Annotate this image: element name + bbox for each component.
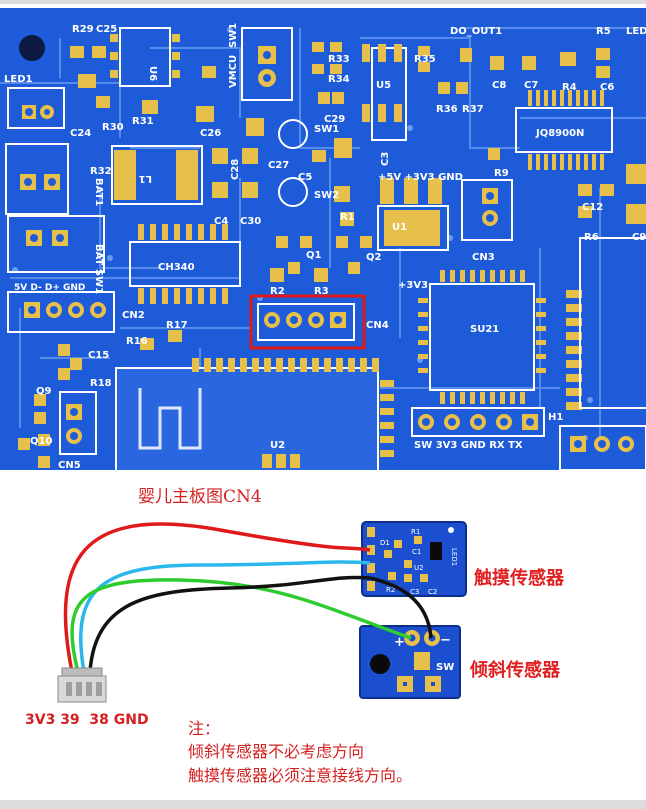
- label-r17: R17: [166, 320, 188, 331]
- label-r30: R30: [102, 122, 124, 133]
- label-r2: R2: [270, 286, 285, 297]
- label-c29: C29: [324, 114, 345, 125]
- label-r35: R35: [414, 54, 436, 65]
- label-r18: R18: [90, 378, 112, 389]
- label-ch340: CH340: [158, 262, 195, 273]
- label-c4: C4: [214, 216, 228, 227]
- label-r16: R16: [126, 336, 148, 347]
- tilt-plus-label: +: [394, 635, 405, 650]
- cn4-highlight-box: [249, 294, 366, 350]
- label-r37: R37: [462, 104, 484, 115]
- label-cn4: CN4: [366, 320, 389, 331]
- jst-connector: [57, 667, 107, 703]
- label-u5: U5: [376, 80, 391, 91]
- label-plus3v3: +3V3: [398, 280, 428, 291]
- note-line-2: 触摸传感器必须注意接线方向。: [188, 766, 413, 785]
- tilt-sensor-module: + − SW: [359, 625, 461, 699]
- label-u6: U6: [147, 66, 158, 81]
- label-jq8900n: JQ8900N: [535, 128, 584, 139]
- label-q9: Q9: [36, 386, 52, 397]
- label-power-header: +5V +3V3 GND: [378, 172, 463, 183]
- label-r4: R4: [562, 82, 577, 93]
- wire-cyan: [79, 560, 371, 673]
- label-c8: C8: [492, 80, 506, 91]
- label-c6: C6: [600, 82, 614, 93]
- label-r32: R32: [90, 166, 112, 177]
- label-r6: R6: [584, 232, 599, 243]
- label-su21: SU21: [470, 324, 499, 335]
- wiring-diagram: R1 D1 C1 U2 R2 C3 C2 LED1 + − SW: [57, 521, 467, 703]
- touch-label-r1: R1: [411, 528, 420, 536]
- tilt-sensor-label: 倾斜传感器: [470, 660, 560, 681]
- label-r1: R1: [340, 212, 355, 223]
- label-u1: U1: [392, 222, 407, 233]
- touch-sensor-module: R1 D1 C1 U2 R2 C3 C2 LED1: [361, 521, 467, 597]
- label-r34: R34: [328, 74, 350, 85]
- label-u2: U2: [270, 440, 285, 451]
- label-c30: C30: [240, 216, 261, 227]
- bottom-border: [0, 800, 646, 809]
- label-led-right: LED: [626, 26, 646, 37]
- label-c27: C27: [268, 160, 289, 171]
- label-c9: C9: [632, 232, 646, 243]
- touch-label-c3: C3: [410, 588, 419, 596]
- connector-pins-label: 3V3 39 38 GND: [25, 712, 149, 728]
- wire-red: [63, 522, 371, 673]
- label-r36: R36: [436, 104, 458, 115]
- touch-sensor-label: 触摸传感器: [474, 568, 564, 589]
- label-q10: Q10: [30, 436, 52, 447]
- label-c7: C7: [524, 80, 538, 91]
- touch-label-d1: D1: [380, 539, 390, 547]
- label-r5: R5: [596, 26, 611, 37]
- wire-black: [88, 575, 371, 673]
- tilt-sw-label: SW: [436, 662, 454, 673]
- mounting-hole: [19, 35, 45, 61]
- label-cn3: CN3: [472, 252, 495, 263]
- label-r29: R29: [72, 24, 94, 35]
- label-sw2: SW2: [314, 190, 339, 201]
- label-q1: Q1: [306, 250, 322, 261]
- label-cn2: CN2: [122, 310, 145, 321]
- wire-green: [70, 578, 412, 673]
- label-sw1-top: SW1: [228, 23, 239, 48]
- wiring-title: 婴儿主板图CN4: [138, 487, 262, 507]
- label-c5: C5: [298, 172, 312, 183]
- label-serial-header: SW 3V3 GND RX TX: [414, 440, 523, 451]
- label-c26: C26: [200, 128, 221, 139]
- label-c3: C3: [380, 152, 391, 166]
- label-cn5: CN5: [58, 460, 81, 470]
- label-c28: C28: [230, 159, 241, 180]
- top-border: [0, 0, 646, 4]
- label-h1: H1: [548, 412, 563, 423]
- wire-black-tilt: [369, 576, 433, 639]
- label-c12: C12: [582, 202, 603, 213]
- touch-label-led1: LED1: [450, 548, 458, 566]
- label-usb-pins: 5V D- D+ GND: [14, 283, 85, 293]
- label-q2: Q2: [366, 252, 382, 263]
- label-c24: C24: [70, 128, 91, 139]
- label-bat1: BAT1: [93, 178, 104, 206]
- label-bat-sw1: BAT SW1: [93, 244, 104, 294]
- touch-label-c2: C2: [428, 588, 437, 596]
- label-vmcu: VMCU: [228, 55, 239, 88]
- label-sw1: SW1: [314, 124, 339, 135]
- label-r31: R31: [132, 116, 154, 127]
- note-heading: 注：: [188, 719, 221, 738]
- touch-label-c1: C1: [412, 548, 421, 556]
- label-c25: C25: [96, 24, 117, 35]
- label-l1: L1: [139, 173, 152, 184]
- label-r33: R33: [328, 54, 350, 65]
- label-do-out1: DO_OUT1: [450, 26, 502, 37]
- touch-label-u2: U2: [414, 564, 424, 572]
- label-r3: R3: [314, 286, 329, 297]
- tilt-minus-label: −: [440, 633, 451, 648]
- label-led1: LED1: [4, 74, 33, 85]
- label-r9: R9: [494, 168, 509, 179]
- pcb-photo: LED1 R29 C25 U6 VMCU SW1 R33 R34 R35 DO_…: [0, 8, 646, 470]
- label-c15: C15: [88, 350, 109, 361]
- note-line-1: 倾斜传感器不必考虑方向: [188, 742, 365, 761]
- touch-label-r2: R2: [386, 586, 395, 594]
